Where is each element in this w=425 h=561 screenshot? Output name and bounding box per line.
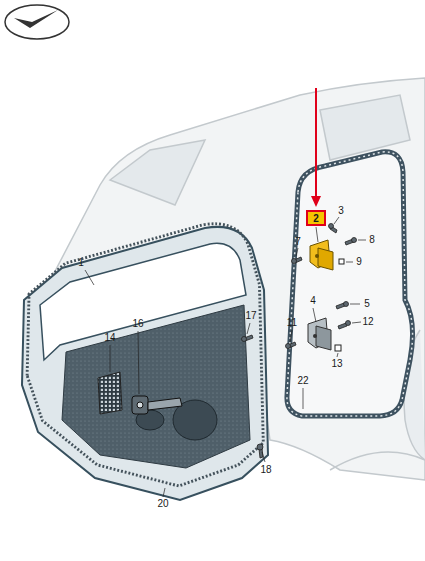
- callout-number: 11: [287, 318, 297, 328]
- door-check: [132, 396, 182, 414]
- callout-number: 2: [308, 214, 324, 224]
- upper-hinge: [310, 240, 333, 270]
- sound-pad: [98, 372, 122, 414]
- callout-number: 18: [260, 465, 271, 475]
- door-panel: [22, 224, 268, 500]
- callout-number: 17: [245, 311, 256, 321]
- callout-number: 12: [362, 317, 373, 327]
- callout-number: 7: [295, 237, 301, 247]
- pointer-arrow: [311, 88, 321, 207]
- callout-number: 9: [356, 257, 362, 267]
- callout-number: 3: [338, 206, 344, 216]
- car-body: [40, 78, 425, 480]
- nuts: [335, 259, 344, 351]
- callout-number: 5: [364, 299, 370, 309]
- callout-number: 1: [78, 258, 84, 268]
- screws: [242, 224, 357, 459]
- lower-hinge: [308, 318, 331, 350]
- callout-number: 13: [331, 359, 342, 369]
- brand-logo: [5, 5, 69, 39]
- callout-number: 8: [369, 235, 375, 245]
- door-opening-seal: [287, 152, 413, 416]
- leader-lines: [85, 217, 366, 497]
- callout-number: 16: [132, 319, 143, 329]
- highlight-box: 2: [306, 210, 326, 226]
- callout-number: 14: [104, 333, 115, 343]
- callout-number: 20: [157, 499, 168, 509]
- callout-number: 4: [310, 296, 316, 306]
- callout-number: 22: [297, 376, 308, 386]
